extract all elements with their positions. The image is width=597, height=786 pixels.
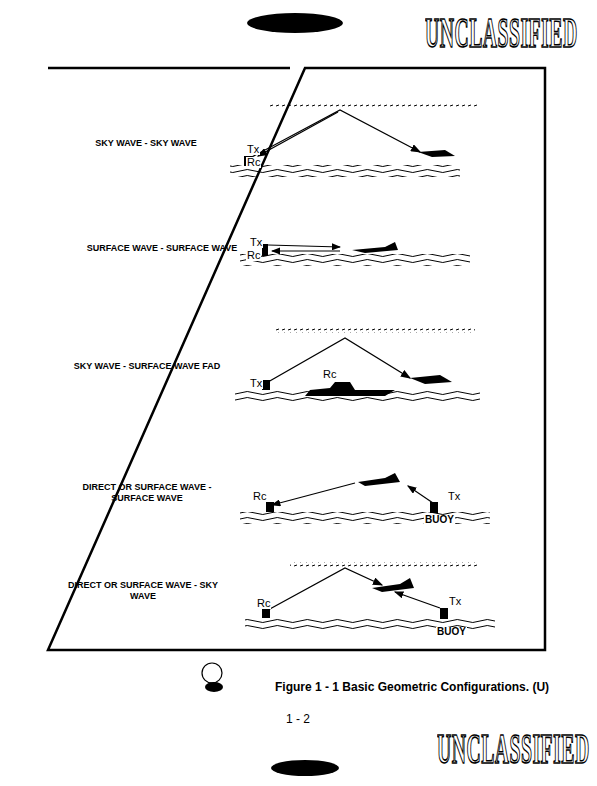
receiver-label: Rc	[252, 491, 267, 502]
figure-caption: Figure 1 - 1 Basic Geometric Configurati…	[275, 680, 549, 694]
panel-title: SKY WAVE - SURFACE WAVE FAD	[72, 361, 222, 372]
receiver-label: Rc	[246, 157, 261, 168]
receiver-label: Rc	[246, 250, 261, 261]
panel-title: DIRECT OR SURFACE WAVE - SKY WAVE	[68, 580, 218, 602]
transmitter-label: Tx	[249, 378, 263, 389]
receiver-label: Rc	[256, 598, 271, 609]
redaction	[247, 13, 343, 33]
panel-title: DIRECT OR SURFACE WAVE - SURFACE WAVE	[72, 482, 222, 504]
page-number: 1 - 2	[248, 712, 348, 726]
frame	[48, 68, 545, 650]
transmitter-label: Tx	[447, 491, 461, 502]
transmitter-label: Tx	[246, 144, 260, 155]
redaction	[271, 760, 339, 776]
buoy-label: BUOY	[436, 627, 467, 637]
stamp-label: UNCLASSIFIED	[425, 12, 578, 54]
transmitter-label: Tx	[448, 596, 462, 607]
buoy-label: BUOY	[424, 515, 455, 525]
panel-title: SKY WAVE - SKY WAVE	[56, 138, 236, 149]
transmitter-label: Tx	[249, 237, 263, 248]
stamp-label: UNCLASSIFIED	[437, 728, 590, 770]
panel-title: SURFACE WAVE - SURFACE WAVE	[62, 243, 262, 254]
receiver-label: Rc	[322, 369, 337, 380]
